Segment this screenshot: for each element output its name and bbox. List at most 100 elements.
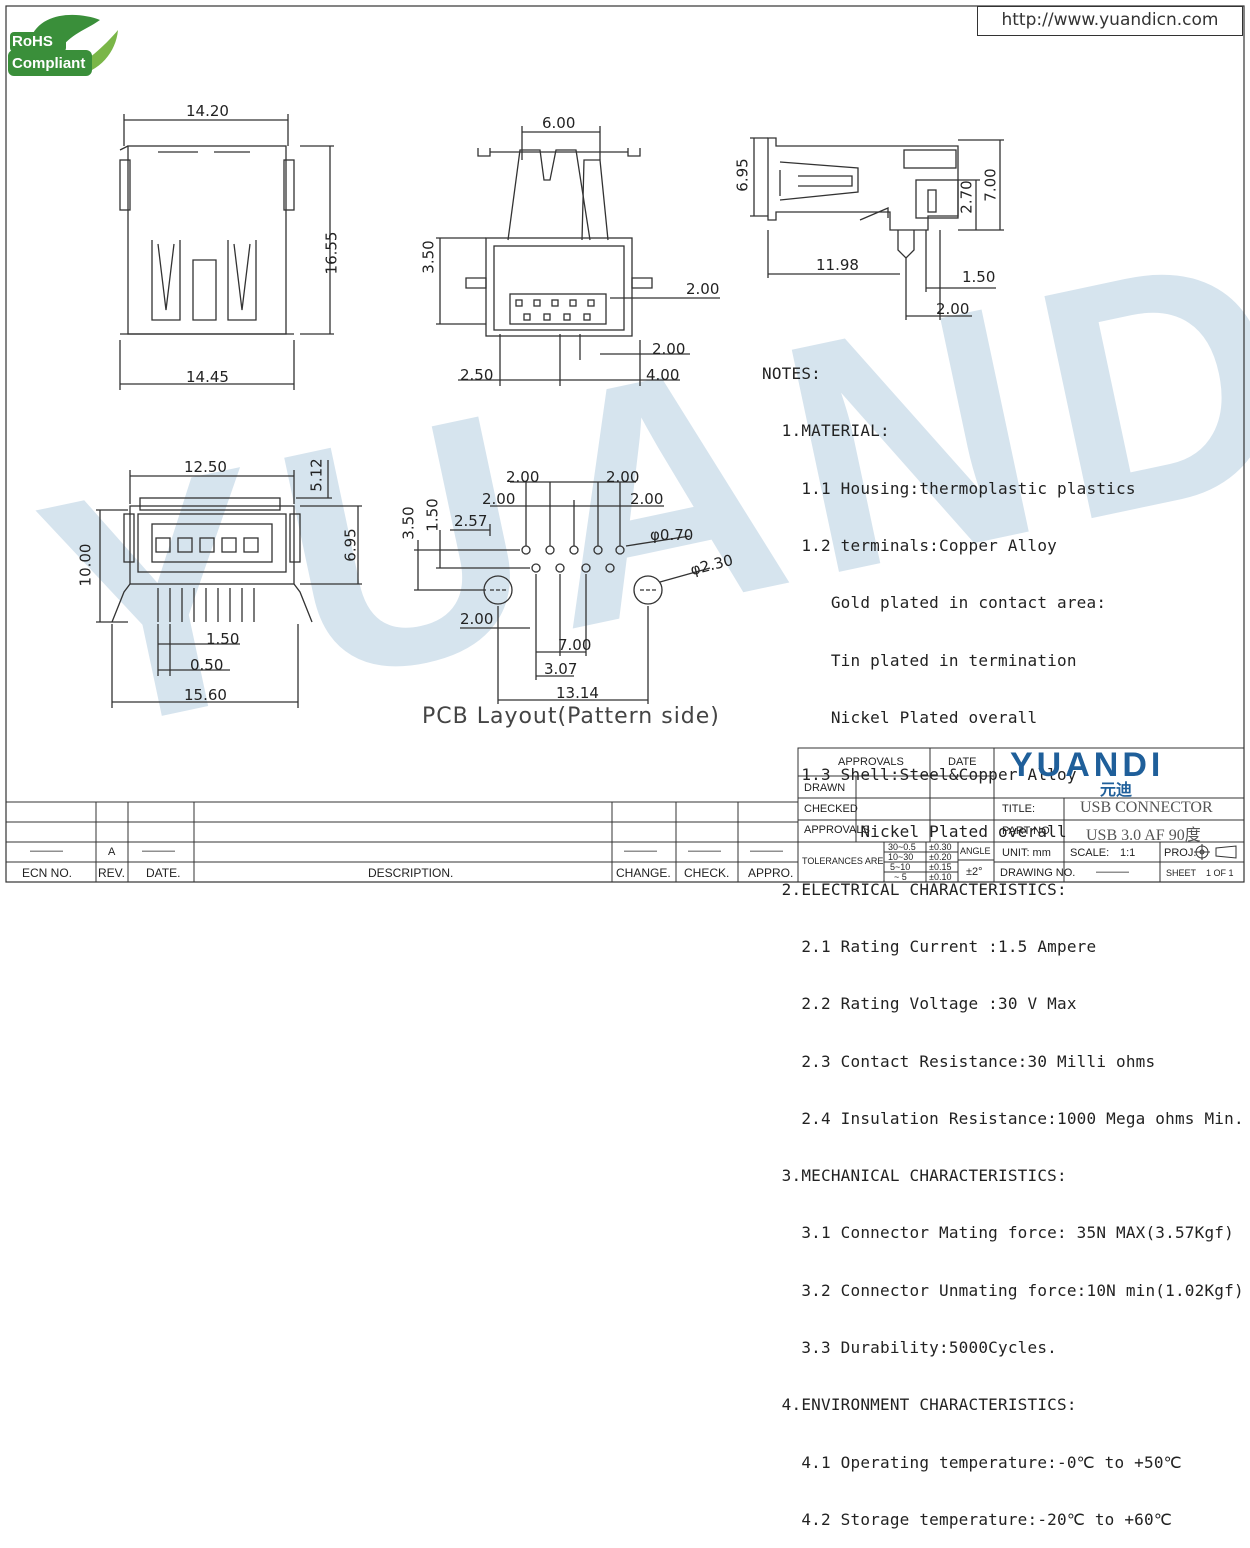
tb-drawn: DRAWN [804, 782, 846, 794]
title-block-grid [5, 747, 1245, 883]
note-line: 4.2 Storage temperature:-20℃ to +60℃ [762, 1509, 1172, 1529]
tb-tol-value: ±0.15 [929, 862, 952, 872]
tb-title-label: TITLE: [1002, 803, 1036, 815]
rev-header-rev: REV. [98, 866, 125, 880]
dim-end-top-offset: 5.12 [307, 458, 326, 492]
tb-tol-value: ±0.20 [929, 852, 952, 862]
dim-front-pin-a: 2.00 [686, 280, 720, 298]
note-line: 3.3 Durability:5000Cycles. [762, 1337, 1057, 1357]
note-line: 1.MATERIAL: [762, 421, 890, 441]
dim-pcb-bot-c: 3.07 [544, 660, 578, 678]
drawing-sheet: YUANDI [5, 5, 1250, 1529]
dim-pcb-top-b: 2.00 [606, 468, 640, 486]
dim-front-pitch: 6.00 [542, 114, 576, 132]
tb-tol-value: ±0.10 [929, 872, 952, 882]
tb-proj-label: PROJ. [1164, 847, 1197, 859]
note-line: 2.3 Contact Resistance:30 Milli ohms [762, 1051, 1156, 1071]
website-url: http://www.yuandicn.com [977, 6, 1243, 36]
note-line: 3.MECHANICAL CHARACTERISTICS: [762, 1166, 1067, 1186]
end-view [96, 460, 362, 708]
rev-dash-check: ——— [688, 845, 721, 857]
tb-tol-range: 10~30 [888, 852, 914, 862]
company-logo-cn: 元迪 [1100, 780, 1133, 799]
tb-drawing-value: ——— [1096, 866, 1129, 878]
dim-side-pin-2: 2.00 [936, 300, 970, 318]
dim-pcb-h-b: 1.50 [423, 498, 442, 532]
dim-top-width: 14.20 [186, 102, 229, 120]
dim-end-opening: 12.50 [184, 458, 227, 476]
tb-tol-range: 30~0.5 [888, 842, 916, 852]
note-line: Gold plated in contact area: [762, 593, 1107, 613]
rev-header-ecn: ECN NO. [22, 866, 73, 880]
dim-front-height: 3.50 [419, 240, 438, 274]
tb-approvals: APPROVALS [838, 756, 904, 768]
tb-approvals2: APPROVALS [804, 824, 870, 836]
dim-pcb-bot-b: 7.00 [558, 636, 592, 654]
tb-part-label: PART NO. [1002, 825, 1053, 837]
dim-side-height: 6.95 [733, 158, 752, 192]
tb-unit: UNIT: mm [1002, 847, 1051, 859]
dim-side-pin-1: 1.50 [962, 268, 996, 286]
tb-sheet-value: 1 OF 1 [1206, 868, 1234, 878]
note-line: 2.2 Rating Voltage :30 V Max [762, 994, 1077, 1014]
dim-pcb-mid-b: 2.00 [630, 490, 664, 508]
dim-side-height-2: 2.70 [957, 180, 976, 214]
note-line: 3.1 Connector Mating force: 35N MAX(3.57… [762, 1223, 1234, 1243]
company-logo: YUANDI [1010, 746, 1165, 784]
notes-block: NOTES: 1.MATERIAL: 1.1 Housing:thermopla… [762, 326, 1244, 1548]
note-line: Nickel Plated overall [762, 822, 1067, 842]
pcb-layout [414, 481, 711, 704]
dim-pcb-top-a: 2.00 [506, 468, 540, 486]
rohs-badge [8, 14, 118, 76]
tb-part-value: USB 3.0 AF 90度 [1086, 827, 1201, 844]
note-line: 3.2 Connector Unmating force:10N min(1.0… [762, 1280, 1244, 1300]
tb-title-value: USB CONNECTOR [1080, 799, 1213, 816]
note-line: 2.4 Insulation Resistance:1000 Mega ohms… [762, 1108, 1244, 1128]
pcb-layout-title: PCB Layout(Pattern side) [422, 704, 720, 729]
rev-header-change: CHANGE. [616, 866, 671, 880]
rev-dash-date: ——— [142, 845, 175, 857]
tb-sheet-label: SHEET [1166, 868, 1197, 878]
rev-value: A [108, 846, 116, 858]
note-line: 1.3 Shell:Steel&Copper Alloy [762, 765, 1077, 785]
rev-dash-ecn: ——— [30, 845, 63, 857]
dim-end-height-left: 10.00 [76, 543, 95, 587]
dim-side-length: 11.98 [816, 256, 859, 274]
note-line: 2.1 Rating Current :1.5 Ampere [762, 937, 1097, 956]
note-line: 4.ENVIRONMENT CHARACTERISTICS: [762, 1395, 1077, 1415]
note-line: NOTES: [762, 364, 821, 384]
tb-angle-value: ±2° [966, 866, 983, 878]
rohs-line2: Compliant [12, 55, 86, 72]
dim-pcb-bot-d: 13.14 [556, 684, 599, 702]
dim-side-height-3: 7.00 [981, 168, 1000, 202]
dim-top-bottom-width: 14.45 [186, 368, 229, 386]
tb-tol-range: 5~10 [890, 862, 911, 872]
tb-tolerances: TOLERANCES ARE [802, 856, 884, 866]
rev-dash-change: ——— [624, 845, 657, 857]
dim-front-offset-right: 4.00 [646, 366, 680, 384]
dim-pcb-bot-a: 2.00 [460, 610, 494, 628]
dim-pcb-h-a: 3.50 [399, 506, 418, 540]
drawing-lines: YUANDI [5, 5, 1250, 883]
dim-pcb-mid-a: 2.00 [482, 490, 516, 508]
tb-tol-value: ±0.30 [929, 842, 952, 852]
dim-front-pin-b: 2.00 [652, 340, 686, 358]
tb-scale-value: 1:1 [1120, 847, 1136, 859]
front-view [436, 126, 720, 386]
dim-end-pitch-a: 1.50 [206, 630, 240, 648]
note-line: Nickel Plated overall [762, 707, 1038, 727]
dim-end-pitch-b: 0.50 [190, 656, 224, 674]
tb-checked: CHECKED [804, 803, 858, 815]
note-line: 2.ELECTRICAL CHARACTERISTICS: [762, 879, 1067, 899]
note-line: 4.1 Operating temperature:-0℃ to +50℃ [762, 1452, 1182, 1472]
dim-end-overall: 15.60 [184, 686, 227, 704]
note-line: Tin plated in termination [762, 650, 1077, 670]
dim-pcb-hole-small: φ0.70 [650, 526, 694, 544]
dim-pcb-left-a: 2.57 [454, 512, 488, 530]
note-line: 1.2 terminals:Copper Alloy [762, 536, 1057, 556]
rev-dash-appro: ——— [750, 845, 783, 857]
tb-scale-label: SCALE: [1070, 847, 1110, 859]
tb-tol-range: ~ 5 [894, 872, 907, 882]
rohs-line1: RoHS [12, 33, 53, 50]
tb-angle: ANGLE [960, 846, 991, 856]
